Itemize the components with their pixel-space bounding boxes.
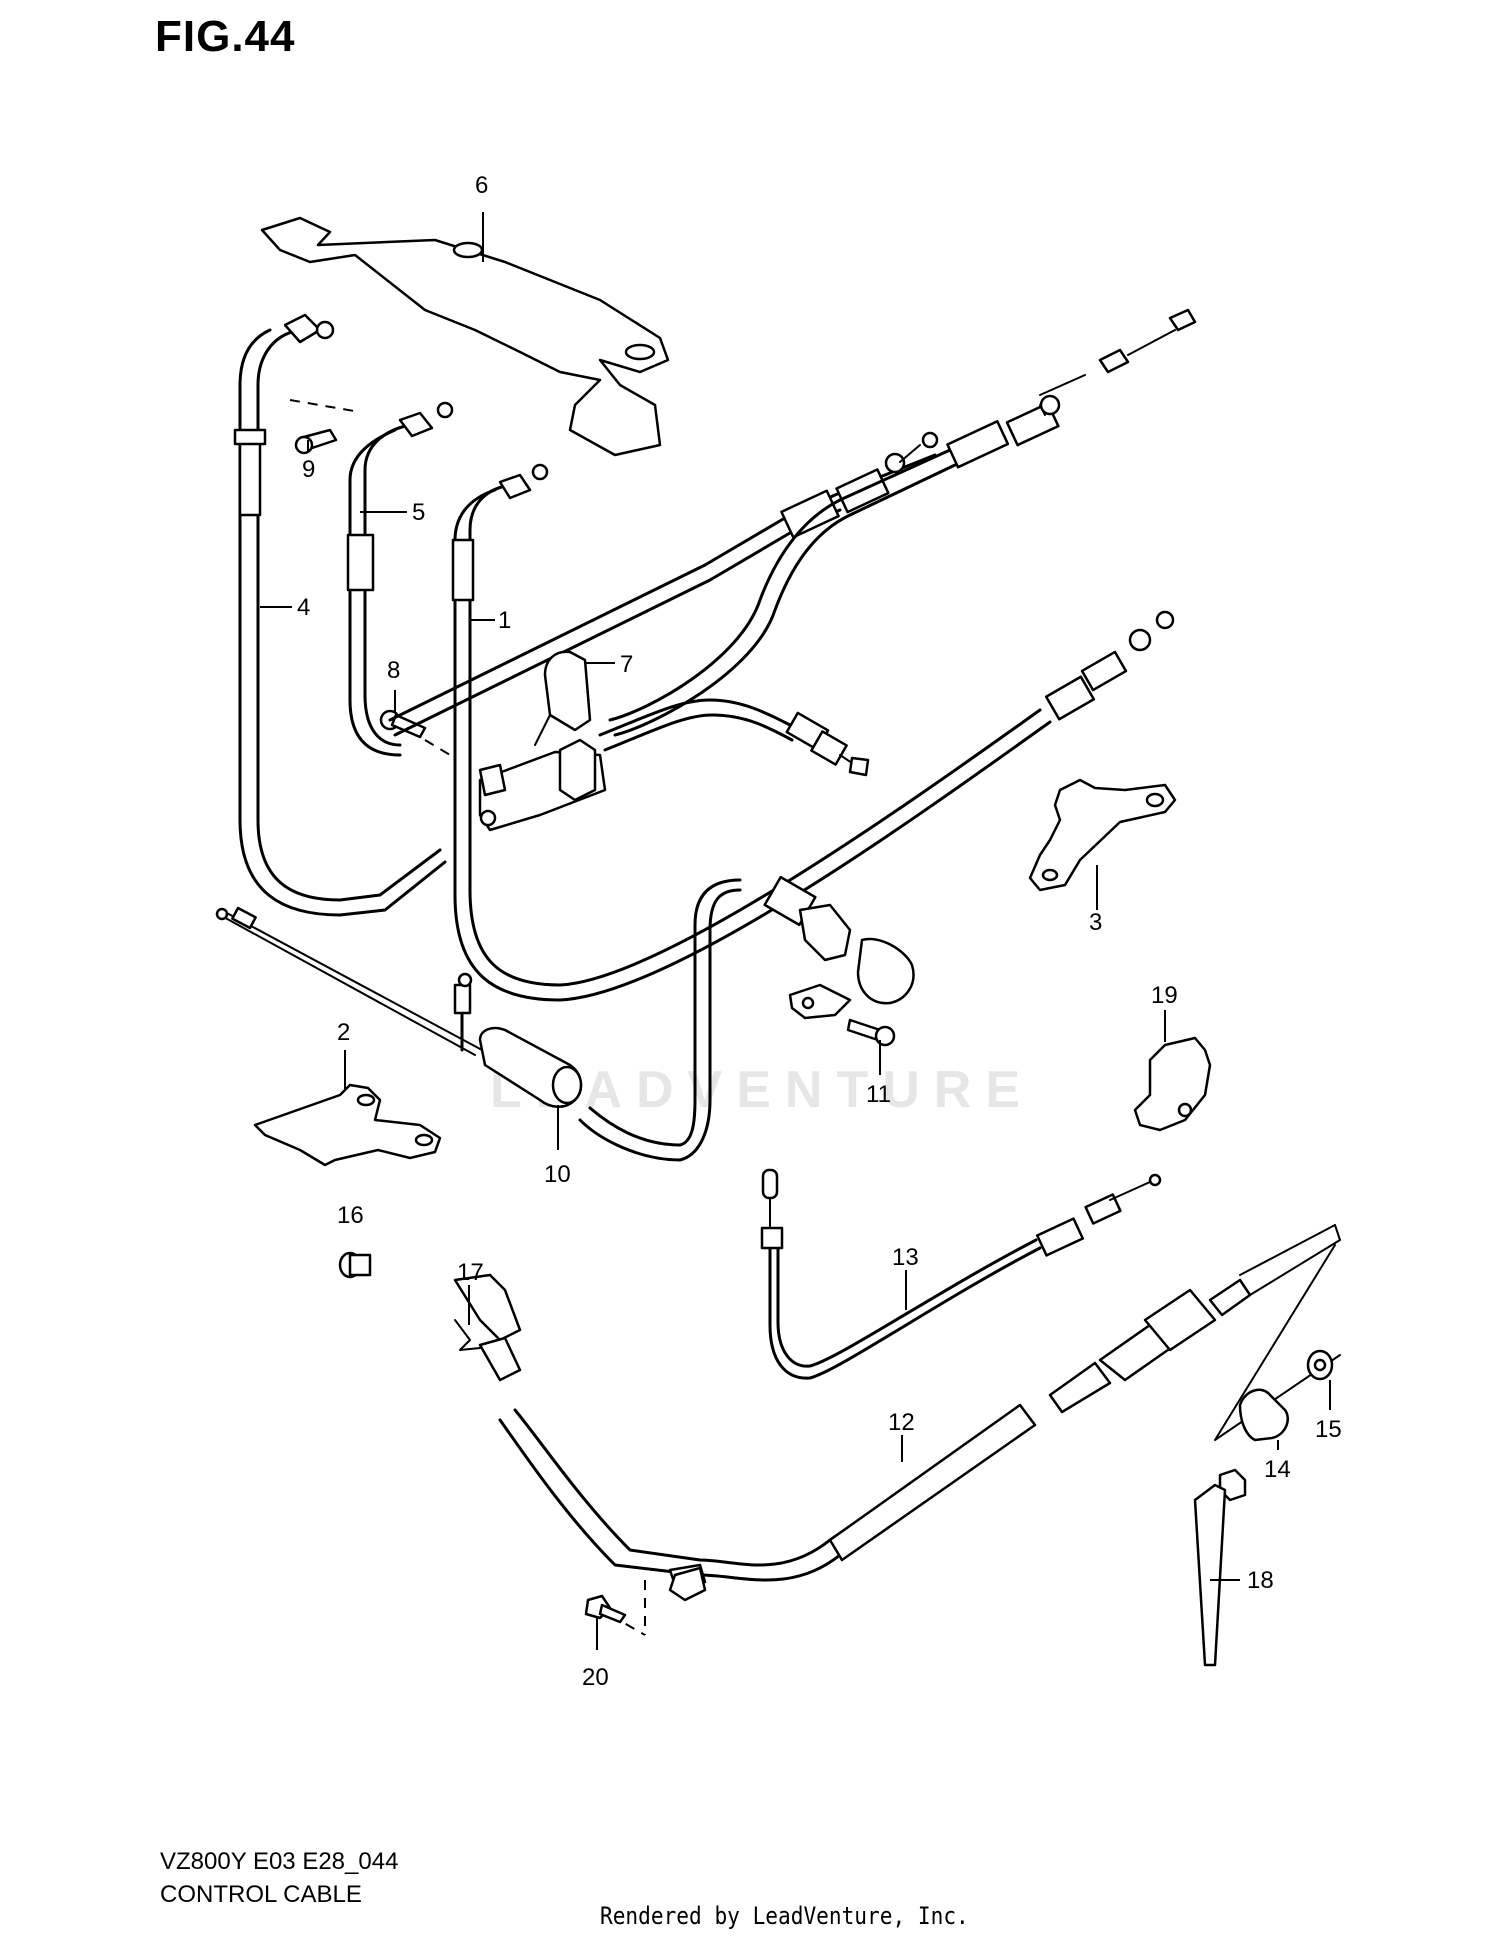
callout-1: 1 <box>498 607 511 634</box>
callout-20: 20 <box>582 1664 609 1691</box>
callout-8: 8 <box>387 657 400 684</box>
side-branch-cable <box>598 698 870 777</box>
part-11-screw <box>788 983 896 1047</box>
part-16-bolt <box>338 1251 372 1279</box>
callout-10: 10 <box>544 1161 571 1188</box>
choke-wire <box>215 906 483 1056</box>
leader-lines <box>260 212 1331 1650</box>
callout-6: 6 <box>475 172 488 199</box>
part-3-bracket <box>1028 778 1177 892</box>
part-20-bolt <box>584 1594 627 1624</box>
part-9-screw <box>294 428 338 455</box>
part-5-cable <box>346 401 454 757</box>
parts-14-15 <box>1214 1244 1341 1442</box>
section-name: CONTROL CABLE <box>160 1881 362 1908</box>
part-1-cable <box>451 463 1175 1002</box>
part-6-bracket <box>260 216 670 457</box>
callout-4: 4 <box>297 594 310 621</box>
callout-7: 7 <box>620 651 633 678</box>
part-12-clutch-cable <box>453 1224 1341 1602</box>
part-4-throttle-cable <box>233 313 447 917</box>
callout-3: 3 <box>1089 909 1102 936</box>
part-10-choke-cable <box>453 875 915 1162</box>
part-13-cable <box>760 1168 1162 1380</box>
callout-9: 9 <box>302 456 315 483</box>
upper-cables <box>388 308 1197 737</box>
part-18-cable-tie <box>1193 1468 1247 1667</box>
callout-17: 17 <box>457 1259 484 1286</box>
callout-16: 16 <box>337 1202 364 1229</box>
junction-box <box>478 738 607 832</box>
part-2-bracket <box>253 1083 442 1167</box>
part-19-cover <box>1133 1036 1212 1132</box>
callout-13: 13 <box>892 1244 919 1271</box>
callout-14: 14 <box>1264 1456 1291 1483</box>
callout-15: 15 <box>1315 1416 1342 1443</box>
model-code: VZ800Y E03 E28_044 <box>160 1848 399 1875</box>
callout-11: 11 <box>866 1081 891 1108</box>
part-7-clip <box>534 650 592 746</box>
callout-labels: 1 2 3 4 5 6 7 8 9 10 11 12 13 14 15 16 1… <box>297 172 1342 1691</box>
render-credit: Rendered by LeadVenture, Inc. <box>600 1902 969 1930</box>
part-17-clip <box>454 1319 481 1351</box>
callout-18: 18 <box>1247 1567 1274 1594</box>
figure-title: FIG.44 <box>155 12 296 61</box>
callout-5: 5 <box>412 499 425 526</box>
callout-19: 19 <box>1151 982 1178 1009</box>
callout-12: 12 <box>888 1409 915 1436</box>
callout-2: 2 <box>337 1019 350 1046</box>
